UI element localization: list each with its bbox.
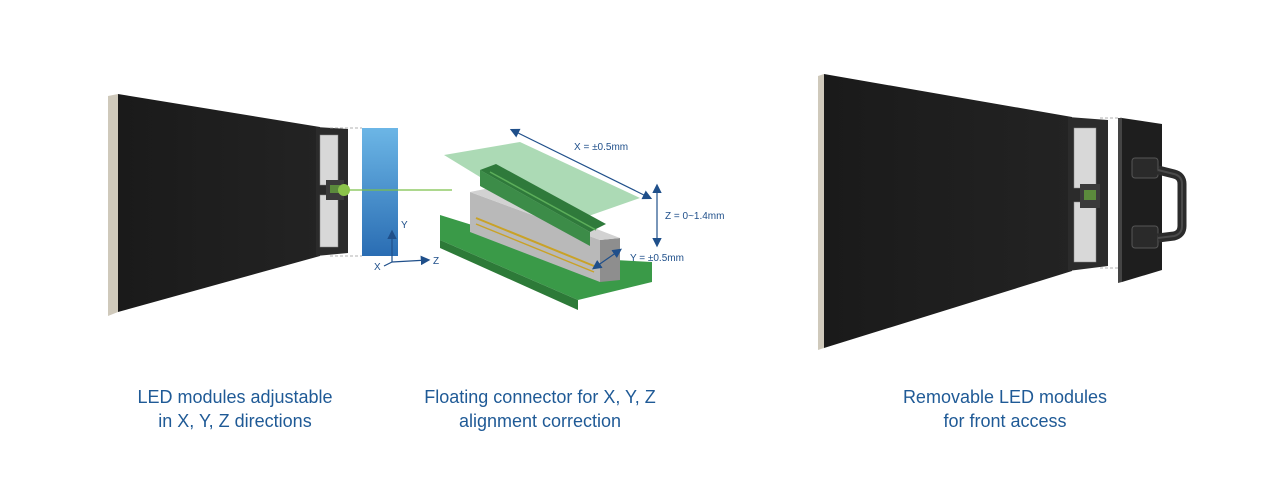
caption-floating-connector: Floating connector for X, Y, Z alignment…	[395, 385, 685, 433]
floating-connector	[440, 142, 652, 310]
caption-left-line1: LED modules adjustable	[137, 387, 333, 407]
caption-removable-modules: Removable LED modules for front access	[860, 385, 1150, 433]
module-handle-icon	[1131, 157, 1187, 249]
caption-left-line2: in X, Y, Z directions	[158, 411, 312, 431]
caption-adjustable-modules: LED modules adjustable in X, Y, Z direct…	[90, 385, 380, 433]
y-tolerance-arrow	[592, 248, 622, 270]
axis-z-label: Z	[433, 256, 439, 267]
caption-right-line1: Removable LED modules	[902, 387, 1108, 407]
x-tolerance-arrow	[509, 128, 653, 200]
axis-y-label: Y	[401, 220, 408, 231]
y-tolerance-label: Y = ±0.5mm	[630, 253, 684, 264]
caption-middle-line2: alignment correction	[458, 411, 622, 431]
removable-module	[1118, 118, 1162, 283]
left-cabinet	[108, 94, 362, 316]
highlight-dot	[338, 184, 350, 196]
right-cabinet	[818, 74, 1122, 350]
z-tolerance-label: Z = 0~1.4mm	[665, 211, 724, 222]
axis-x-label: X	[374, 262, 381, 273]
x-tolerance-label: X = ±0.5mm	[574, 142, 628, 153]
caption-middle-line1: Floating connector for X, Y, Z	[424, 387, 656, 407]
axis-indicator: Y Z X	[374, 220, 439, 273]
caption-right-line2: for front access	[943, 411, 1067, 431]
